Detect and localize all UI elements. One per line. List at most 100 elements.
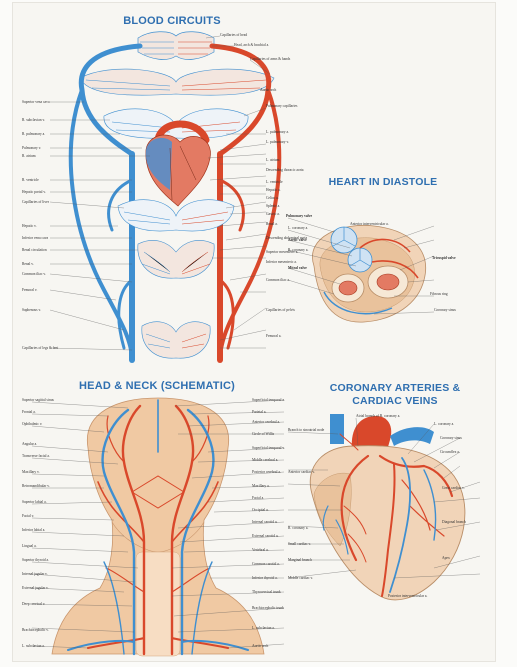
leg-capillaries — [142, 322, 210, 358]
head-neck-label: Lingual a. — [22, 544, 37, 548]
coronary-title-line1: CORONARY ARTERIES & — [322, 382, 468, 394]
head-neck-label: Internal carotid a. — [252, 520, 277, 524]
circuits-label: Common iliac v. — [22, 272, 46, 276]
heart-in-diastole-title: HEART IN DIASTOLE — [318, 176, 448, 188]
head-neck-label: Maxillary v. — [22, 470, 40, 474]
pulmonary-valve — [331, 227, 357, 253]
head-neck-label: L. subclavian a. — [22, 644, 45, 648]
head-neck-label: Occipital a. — [252, 508, 269, 512]
circuits-label: Capillaries of legs & feet — [22, 346, 58, 350]
diastole-label: R. coronary a. — [288, 248, 308, 252]
circuits-label: R. pulmonary a. — [22, 132, 45, 136]
circuits-label: L. pulmonary a. — [266, 130, 289, 134]
coronary-label: Branch to sinoatrial node — [288, 428, 324, 432]
head-neck-label: Posterior cerebral a. — [252, 470, 281, 474]
circuits-label: Capillaries of arms & hands — [250, 57, 290, 61]
head-neck-label: Retromandibular v. — [22, 484, 50, 488]
tricuspid-valve — [368, 266, 408, 298]
diastole-label: Pulmonary valve — [286, 214, 312, 218]
circuits-label: Renal a. — [266, 222, 278, 226]
head-neck-label: Thyrocervical trunk — [252, 590, 281, 594]
coronary-label: Posterior interventricular a. — [388, 594, 427, 598]
circuits-label: R. subclavian v. — [22, 118, 45, 122]
diastole-label: Aortic valve — [288, 238, 307, 242]
diastole-label: Anterior interventricular a. — [350, 222, 389, 226]
circuits-label: Descending thoracic aorta — [266, 168, 304, 172]
head-neck-label: Superficial temporal v. — [252, 446, 285, 450]
head-neck-label: Inferior labial a. — [22, 528, 45, 532]
head-neck-label: External jugular v. — [22, 586, 49, 590]
circuits-label: L. ventricle — [266, 180, 283, 184]
head-capillaries — [138, 32, 214, 60]
circuits-label: Renal v. — [22, 262, 34, 266]
circuits-label: R. atrium — [22, 154, 36, 158]
head-neck-label: Facial a. — [252, 496, 264, 500]
head-neck-label: Superior sagittal sinus — [22, 398, 54, 402]
head-neck-label: Facial v. — [22, 514, 34, 518]
coronary-label: Small cardiac v. — [288, 542, 311, 546]
head-neck-label: Brachiocephalic trunk — [252, 606, 284, 610]
circuits-label: Aortic arch — [260, 88, 276, 92]
circuits-label: Renal circulation — [22, 248, 47, 252]
mitral-valve — [332, 274, 364, 302]
head-neck-label: Transverse facial a. — [22, 454, 50, 458]
heart — [146, 135, 211, 206]
head-neck-label: Circle of Willis — [252, 432, 274, 436]
diastole-label: Tricuspid valve — [432, 256, 456, 260]
head-neck-label: Angular a. — [22, 442, 37, 446]
head-neck-diagram — [28, 392, 288, 662]
coronary-label: Circumflex a. — [440, 450, 460, 454]
arm-capillaries — [80, 69, 274, 95]
coronary-label: Diagonal branch — [442, 520, 466, 524]
circuits-label: Hepatic portal v. — [22, 190, 46, 194]
gut-capillaries — [138, 240, 214, 278]
coronary-label: Apex — [442, 556, 450, 560]
diastole-label: Fibrous ring — [430, 292, 448, 296]
diastole-label: Coronary sinus — [434, 308, 456, 312]
head-neck-label: Ophthalmic v. — [22, 422, 42, 426]
circuits-label: L. pulmonary v. — [266, 140, 289, 144]
circuits-label: Superior vena cava — [22, 100, 50, 104]
head-neck-label: Deep cervical v. — [22, 602, 45, 606]
heart-diastole-diagram — [284, 196, 444, 346]
coronary-title-line2: CARDIAC VEINS — [322, 395, 468, 407]
diastole-label: Mitral valve — [288, 266, 307, 270]
circuits-label: R. ventricle — [22, 178, 39, 182]
head-neck-label: Superficial temporal a. — [252, 398, 285, 402]
circuits-label: Gastric a. — [266, 212, 280, 216]
head-neck-label: Anterior cerebral a. — [252, 420, 280, 424]
coronary-diagram — [284, 410, 494, 610]
coronary-label: L. coronary a. — [434, 422, 454, 426]
circuits-label: Capillaries of liver — [22, 200, 49, 204]
head-neck-label: Frontal a. — [22, 410, 36, 414]
circuits-label: Femoral v. — [22, 288, 37, 292]
coronary-label: Anterior cardiac v. — [288, 470, 315, 474]
head-neck-label: Maxillary a. — [252, 484, 270, 488]
coronary-label: R. coronary a. — [288, 526, 308, 530]
aortic-valve — [348, 248, 372, 272]
head-neck-label: Internal jugular v. — [22, 572, 48, 576]
head-neck-label: Superior thyroid a. — [22, 558, 49, 562]
head-neck-label: Vertebral a. — [252, 548, 269, 552]
head-neck-label: Aortic arch — [252, 644, 268, 648]
head-neck-label: Middle cerebral a. — [252, 458, 278, 462]
head-neck-label: External carotid a. — [252, 534, 278, 538]
circuits-label: L. atrium — [266, 158, 279, 162]
circuits-label: Common iliac a. — [266, 278, 290, 282]
head-neck-label: Superior labial a. — [22, 500, 47, 504]
coronary-label: Coronary sinus — [440, 436, 462, 440]
circuits-label: Pulmonary capillaries — [266, 104, 297, 108]
diastole-label: L. coronary a. — [288, 226, 308, 230]
blood-circuits-diagram — [20, 30, 320, 370]
blood-circuits-title: BLOOD CIRCUITS — [112, 15, 232, 27]
circuits-label: Celiac a. — [266, 196, 279, 200]
circuits-label: Capillaries of pelvis — [266, 308, 295, 312]
circuits-label: Inferior mesenteric a. — [266, 260, 297, 264]
head-neck-title: HEAD & NECK (SCHEMATIC) — [66, 380, 248, 392]
head-neck-label: Common carotid a. — [252, 562, 280, 566]
circuits-label: Capillaries of head — [220, 33, 247, 37]
circuits-label: Pulmonary v. — [22, 146, 41, 150]
circuits-label: Inferior vena cava — [22, 236, 48, 240]
circuits-label: Femoral a. — [266, 334, 281, 338]
